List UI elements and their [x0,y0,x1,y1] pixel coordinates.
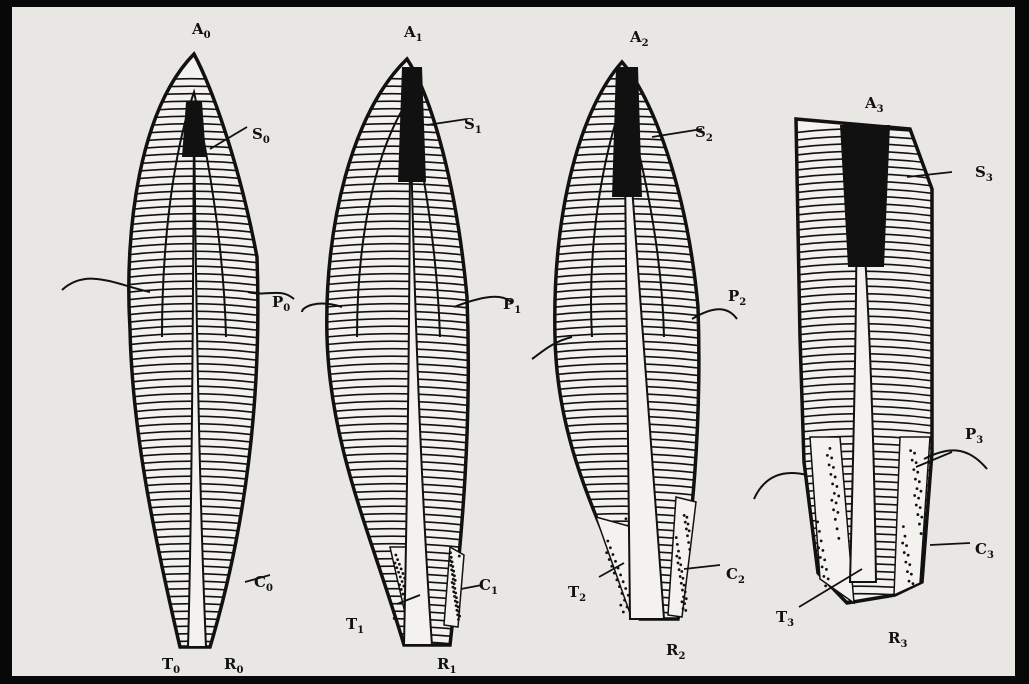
label-a3: A3 [864,94,884,115]
label-p1: P1 [503,295,521,316]
label-p3: P3 [965,425,983,446]
label-r0: R0 [224,655,243,676]
label-p0: P0 [272,293,290,314]
tooth-3-pulp-chamber [840,125,890,267]
tooth-3 [754,119,987,659]
label-a1: A1 [403,23,423,44]
label-r2: R2 [666,641,685,662]
label-t1: T1 [346,615,364,636]
tooth-0-pulp-chamber [182,102,206,157]
label-r1: R1 [437,655,456,676]
tooth-2-pulp-chamber [612,67,642,197]
label-s2: S2 [695,123,713,144]
label-s1: S1 [464,115,482,136]
label-a2: A2 [629,28,649,49]
label-c3: C3 [975,540,994,561]
tooth-0 [62,54,294,662]
label-s3: S3 [975,163,993,184]
label-t3: T3 [776,608,794,629]
tooth-3-gum-line-0 [754,473,807,499]
tooth-1 [302,59,512,662]
tooth-2 [532,62,737,662]
label-c0: C0 [254,573,273,594]
label-r3: R3 [888,629,907,650]
label-s0: S0 [252,125,270,146]
label-p2: P2 [728,287,746,308]
label-t2: T2 [568,583,586,604]
tooth-1-pulp-chamber [398,67,426,182]
leader-line [930,543,970,545]
leader-line [684,565,720,569]
label-c2: C2 [726,565,745,586]
label-c1: C1 [479,576,498,597]
label-t0: T0 [162,655,180,676]
label-a0: A0 [191,20,211,41]
